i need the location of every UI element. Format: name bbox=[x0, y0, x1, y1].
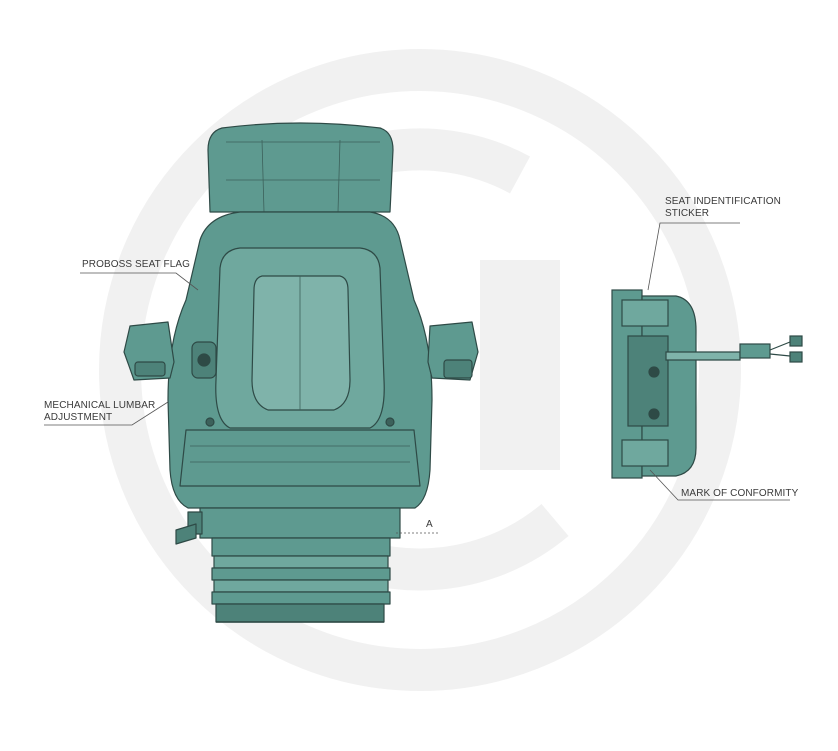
leader-sticker bbox=[647, 222, 740, 291]
leader-conformity bbox=[649, 469, 790, 501]
label-seat-sticker-line2: STICKER bbox=[665, 208, 710, 219]
label-dimension-a: A bbox=[426, 519, 433, 530]
base-frame bbox=[199, 507, 401, 539]
leader-lumbar bbox=[44, 401, 169, 426]
seat-side-detail bbox=[611, 289, 803, 479]
lower-cushion bbox=[179, 429, 421, 487]
suspension-bellows bbox=[211, 537, 391, 623]
label-mechanical-lumbar-line2: ADJUSTMENT bbox=[44, 412, 113, 423]
label-mechanical-lumbar-line1: MECHANICAL LUMBAR bbox=[44, 400, 156, 411]
label-mark-of-conformity: MARK OF CONFORMITY bbox=[681, 488, 799, 499]
label-seat-sticker-line1: SEAT INDENTIFICATION bbox=[665, 196, 781, 207]
headrest bbox=[207, 122, 394, 213]
leader-proboss bbox=[80, 272, 199, 291]
seat-back-view bbox=[123, 122, 479, 623]
label-proboss-seat-flag: PROBOSS SEAT FLAG bbox=[82, 259, 191, 270]
wire-harness bbox=[665, 351, 741, 361]
leader-lines bbox=[44, 222, 790, 534]
